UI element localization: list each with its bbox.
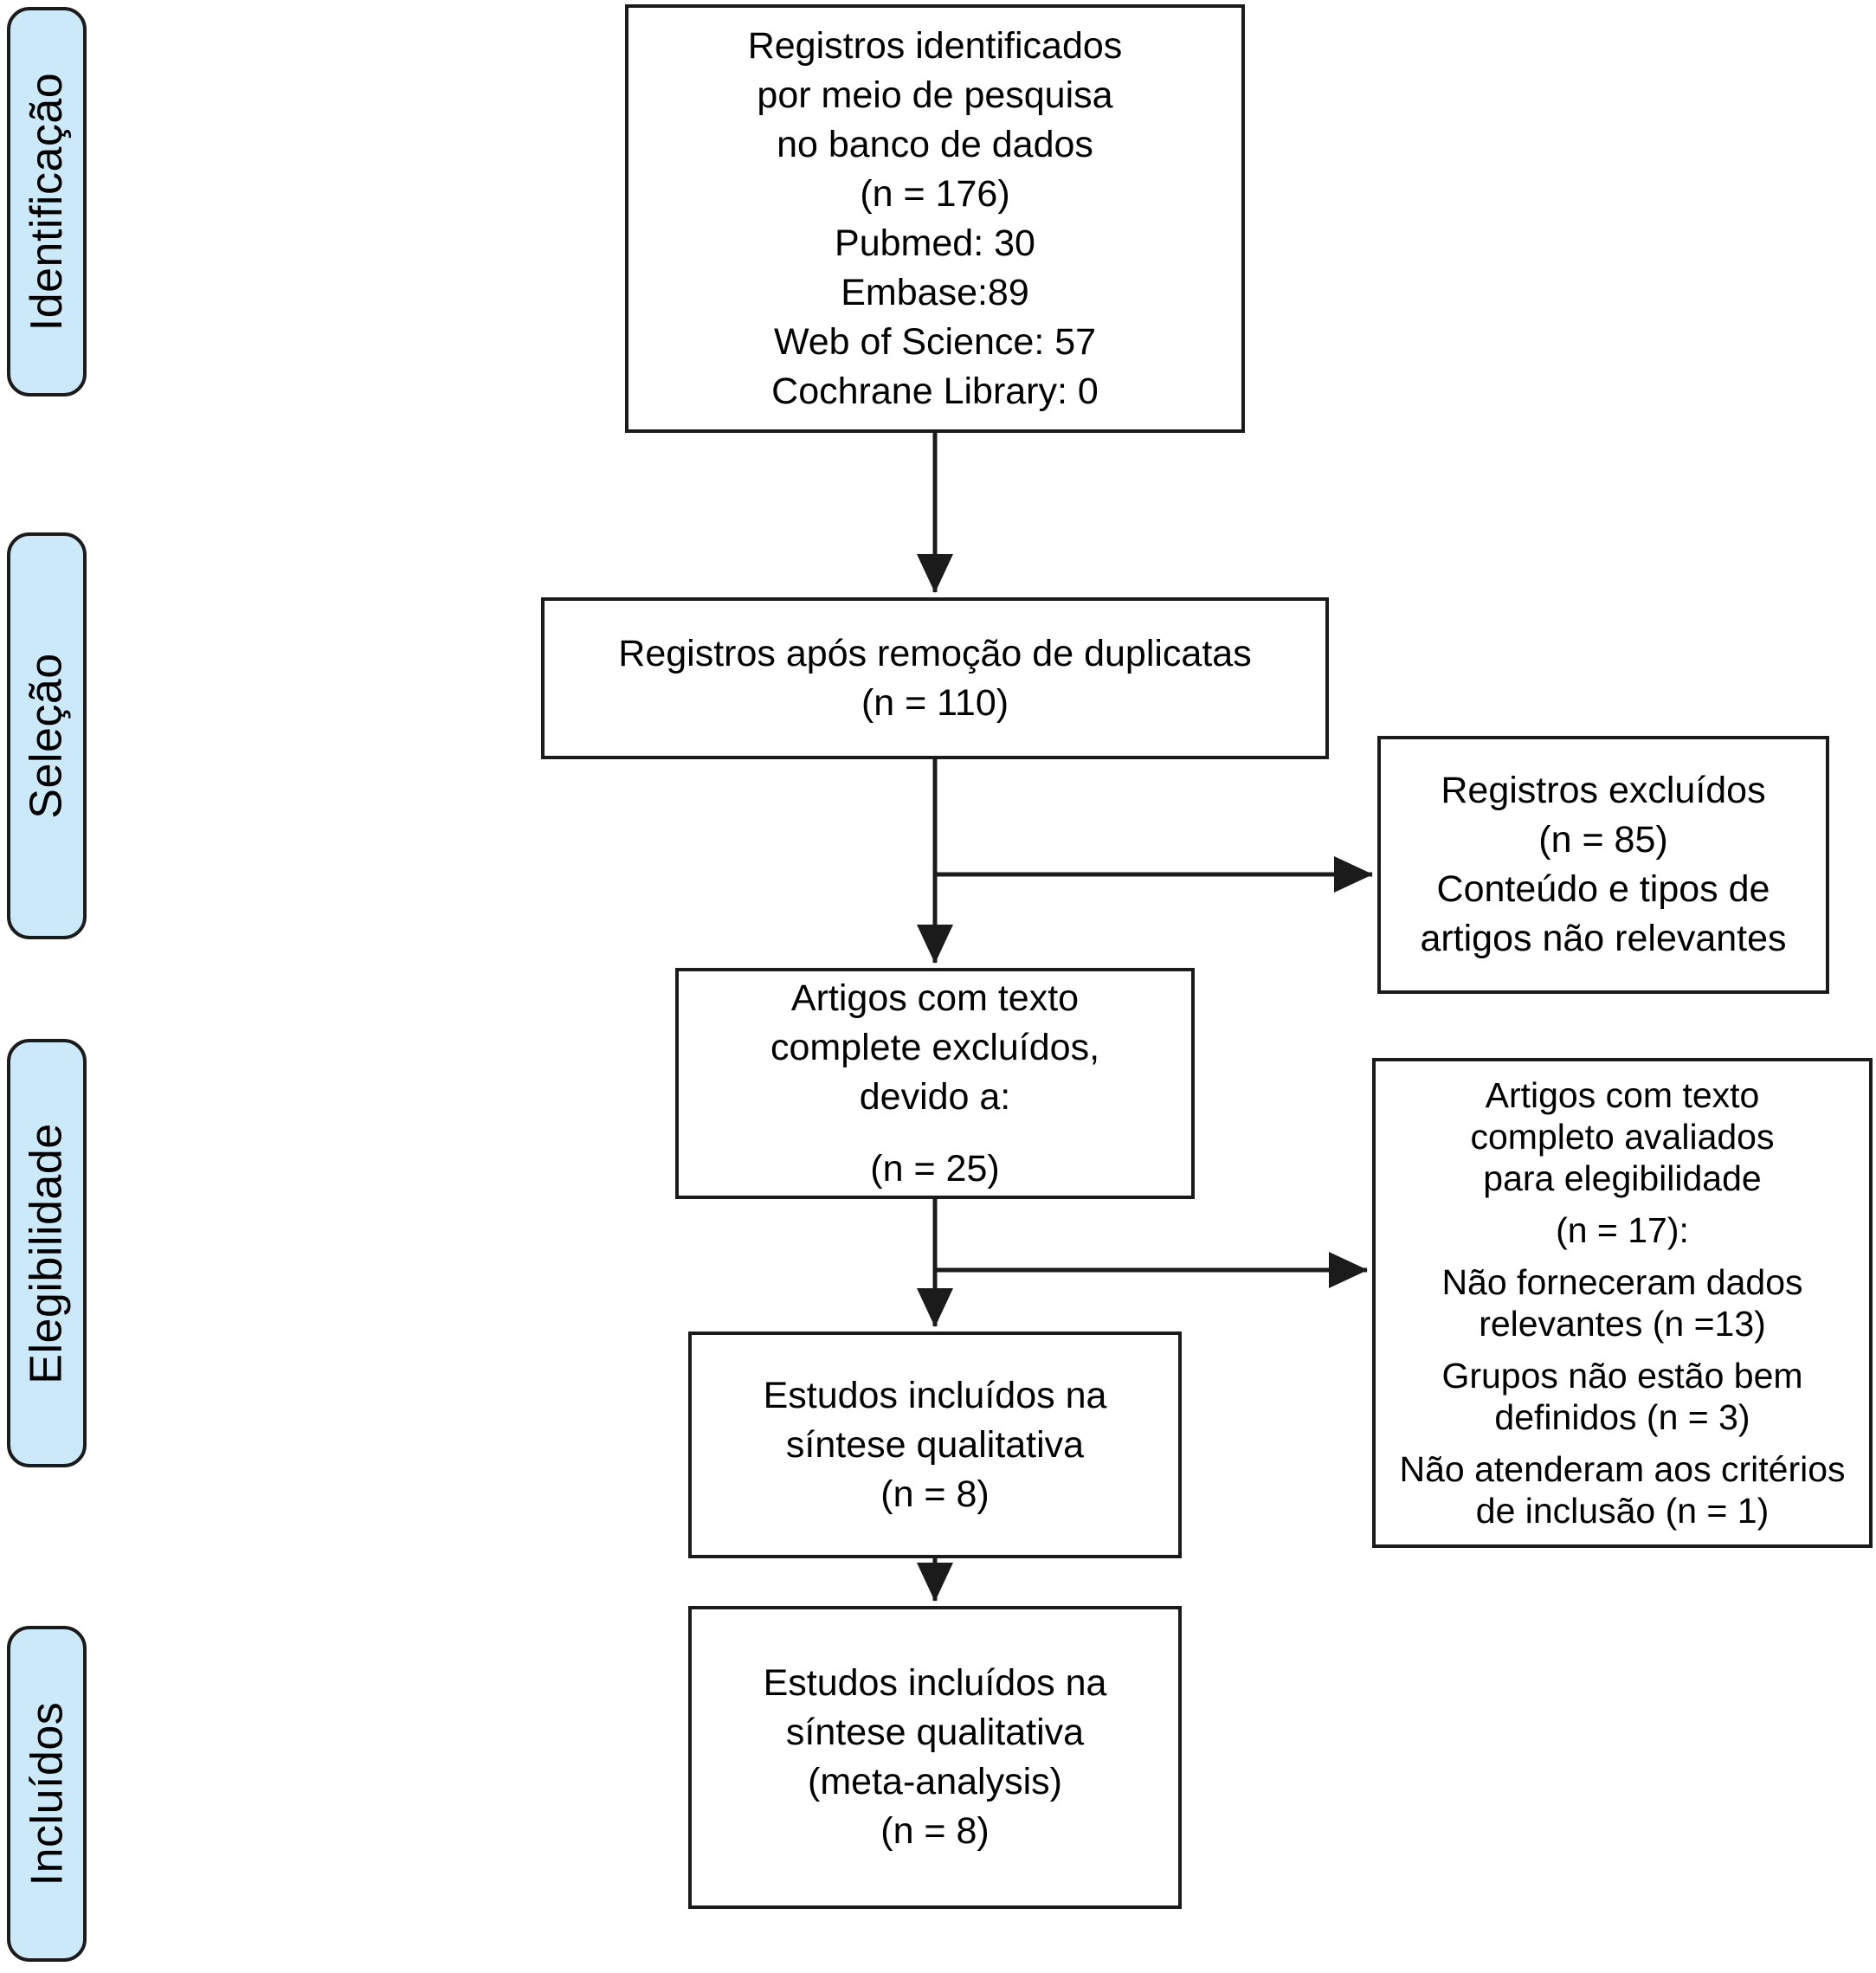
- stage-label-text: Elegibilidade: [22, 1122, 73, 1384]
- text-line: síntese qualitativa: [785, 1712, 1085, 1753]
- text-line: Embase:89: [841, 271, 1029, 313]
- text-line: artigos não relevantes: [1420, 918, 1787, 959]
- box-records-deduplicated: Registros após remoção de duplicatas (n …: [541, 597, 1329, 759]
- text-line: Não atenderam aos critérios: [1399, 1449, 1846, 1489]
- box-eligibility-assessed: Artigos com texto completo avaliados par…: [1372, 1058, 1873, 1548]
- text-line: devido a:: [859, 1075, 1011, 1118]
- text-line: para elegibilidade: [1483, 1158, 1762, 1198]
- text-line: síntese qualitativa: [785, 1423, 1085, 1466]
- stage-label-text: Identificação: [22, 72, 72, 332]
- text-line: Conteúdo e tipos de: [1436, 868, 1770, 910]
- text-line: Estudos incluídos na: [763, 1374, 1107, 1416]
- text-line: Pubmed: 30: [835, 222, 1035, 264]
- text-line: definidos (n = 3): [1494, 1397, 1750, 1437]
- text-line: no banco de dados: [777, 123, 1093, 165]
- text-line: (meta-analysis): [808, 1761, 1062, 1802]
- text-line: (n = 110): [861, 681, 1009, 724]
- box-records-identified: Registros identificados por meio de pesq…: [625, 4, 1245, 433]
- stage-label-incluidos: Incluídos: [7, 1626, 87, 1962]
- box-meta-analysis: Estudos incluídos na síntese qualitativa…: [688, 1606, 1182, 1909]
- text-line: Estudos incluídos na: [763, 1662, 1107, 1704]
- stage-label-elegibilidade: Elegibilidade: [7, 1039, 87, 1467]
- stage-label-text: Incluídos: [22, 1701, 73, 1886]
- text-line: (n = 85): [1538, 819, 1668, 861]
- text-line: Cochrane Library: 0: [771, 370, 1099, 412]
- box-fulltext-excluded: Artigos com texto complete excluídos, de…: [675, 968, 1195, 1199]
- text-line: Artigos com texto: [790, 977, 1080, 1019]
- text-line: relevantes (n =13): [1479, 1304, 1766, 1344]
- text-line: de inclusão (n = 1): [1475, 1491, 1770, 1531]
- stage-label-identificacao: Identificação: [7, 7, 87, 397]
- text-line: (n = 8): [880, 1810, 990, 1852]
- text-line: (n = 25): [870, 1147, 1000, 1190]
- text-line: Artigos com texto: [1485, 1075, 1760, 1115]
- text-line: complete excluídos,: [770, 1026, 1100, 1068]
- text-line: Grupos não estão bem: [1441, 1356, 1803, 1396]
- text-line: Registros excluídos: [1441, 770, 1766, 811]
- text-line: por meio de pesquisa: [757, 74, 1113, 116]
- box-qualitative-synthesis: Estudos incluídos na síntese qualitativa…: [688, 1331, 1182, 1558]
- text-line: Registros após remoção de duplicatas: [618, 632, 1252, 674]
- box-records-excluded: Registros excluídos (n = 85) Conteúdo e …: [1377, 736, 1829, 994]
- stage-label-text: Seleção: [22, 653, 73, 819]
- text-line: Não forneceram dados: [1441, 1262, 1803, 1302]
- text-line: Registros identificados: [747, 24, 1123, 67]
- text-line: (n = 8): [880, 1473, 990, 1515]
- stage-label-selecao: Seleção: [7, 532, 87, 939]
- text-line: completo avaliados: [1470, 1117, 1775, 1157]
- text-line: (n = 176): [860, 172, 1010, 215]
- text-line: (n = 17):: [1556, 1210, 1689, 1250]
- text-line: Web of Science: 57: [773, 320, 1097, 363]
